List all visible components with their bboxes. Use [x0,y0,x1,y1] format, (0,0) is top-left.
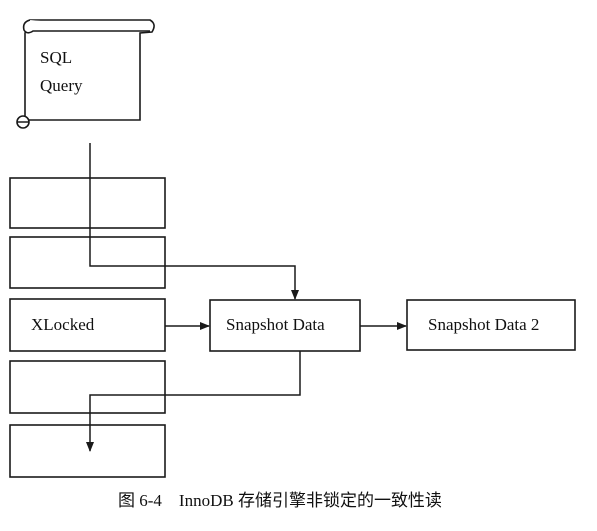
snapshot-data-box [209,299,361,352]
snapshot-data-2-node: Snapshot Data 2 [406,299,576,351]
sql-query-line-1: SQL [40,48,72,67]
figure-caption: 图 6-4 InnoDB 存储引擎非锁定的一致性读 [118,491,442,510]
query-to-snapshot-arrow [89,143,299,300]
row-label-xlocked: XLocked [31,315,95,334]
snapshot-data-label: Snapshot Data [226,315,325,334]
snapshot-result-arrow [86,351,301,452]
snapshot-data-2-label: Snapshot Data 2 [428,315,539,334]
sql-query-scroll: SQL Query [16,19,155,129]
row-box-1 [9,177,166,229]
snapshot-data-node: Snapshot Data [209,299,361,352]
row-box-xlocked [9,298,166,352]
row-stack: XLocked [9,177,166,478]
sql-query-line-2: Query [40,76,83,95]
scroll-body [24,19,155,121]
row-box-2 [9,236,166,289]
row-box-5 [9,424,166,478]
snapshot-data-2-box [406,299,576,351]
row-box-4 [9,360,166,414]
scroll-top-curl [22,19,150,34]
